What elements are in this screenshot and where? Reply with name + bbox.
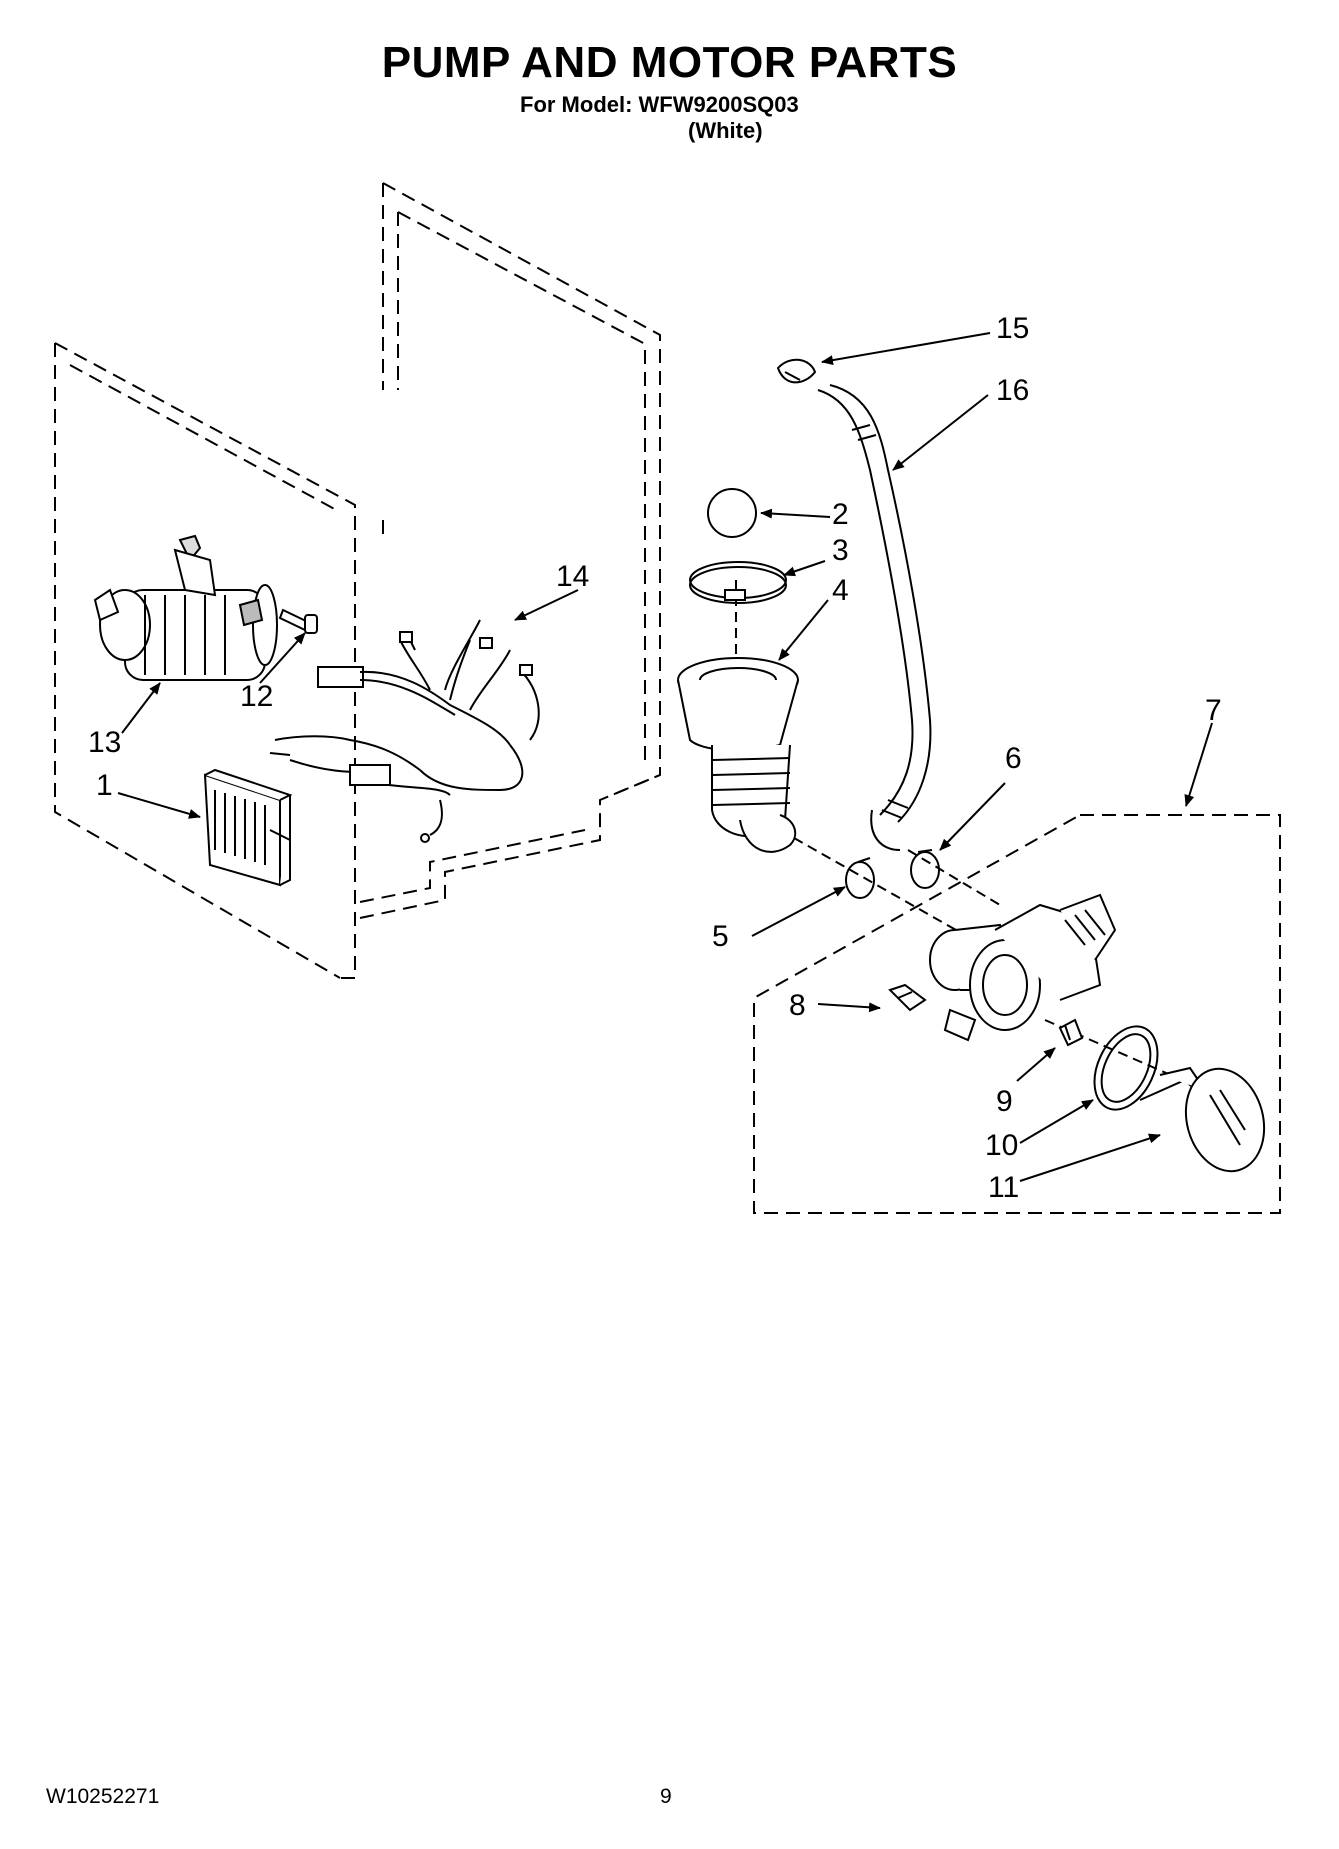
callout-15: 15 (996, 312, 1029, 345)
pump-fitting-part (1058, 1018, 1084, 1047)
sump-hose-part (677, 657, 799, 853)
hose-clamp-5-part (845, 857, 875, 899)
model-variant: (White) (688, 118, 763, 143)
callout-7: 7 (1205, 694, 1222, 727)
gasket-part (1093, 1025, 1159, 1111)
callout-14: 14 (556, 560, 589, 593)
hose-clamp-6-part (910, 849, 940, 889)
document-number: W10252271 (46, 1785, 160, 1808)
callout-3: 3 (832, 534, 849, 567)
callout-5: 5 (712, 920, 729, 953)
drain-hose-part (817, 384, 932, 851)
cabinet-outline (54, 182, 661, 979)
motor-control-unit-part (203, 768, 293, 887)
page-title: PUMP AND MOTOR PARTS (381, 38, 958, 87)
motor-bolt-part (278, 608, 318, 634)
drive-motor-part (93, 534, 278, 681)
drain-pump-part (929, 893, 1117, 1031)
ring-clamp-part (689, 561, 787, 604)
wire-harness-part (269, 619, 540, 843)
model-line: For Model: WFW9200SQ03 (520, 92, 799, 117)
callout-16: 16 (996, 374, 1029, 407)
callout-11: 11 (988, 1171, 1019, 1204)
hose-clamp-top-part (776, 358, 817, 384)
callout-2: 2 (832, 498, 849, 531)
page-number: 9 (660, 1785, 672, 1808)
callout-1: 1 (96, 769, 113, 802)
pump-assembly-box (753, 814, 1281, 1214)
cap-part (707, 488, 757, 538)
callout-10: 10 (985, 1129, 1018, 1162)
pump-bracket-part (888, 983, 977, 1042)
callout-8: 8 (789, 989, 806, 1022)
callout-4: 4 (832, 574, 849, 607)
callout-9: 9 (996, 1085, 1013, 1118)
pump-filter-part (1139, 1066, 1266, 1173)
callout-12: 12 (240, 680, 273, 713)
callout-13: 13 (88, 726, 121, 759)
callout-6: 6 (1005, 742, 1022, 775)
